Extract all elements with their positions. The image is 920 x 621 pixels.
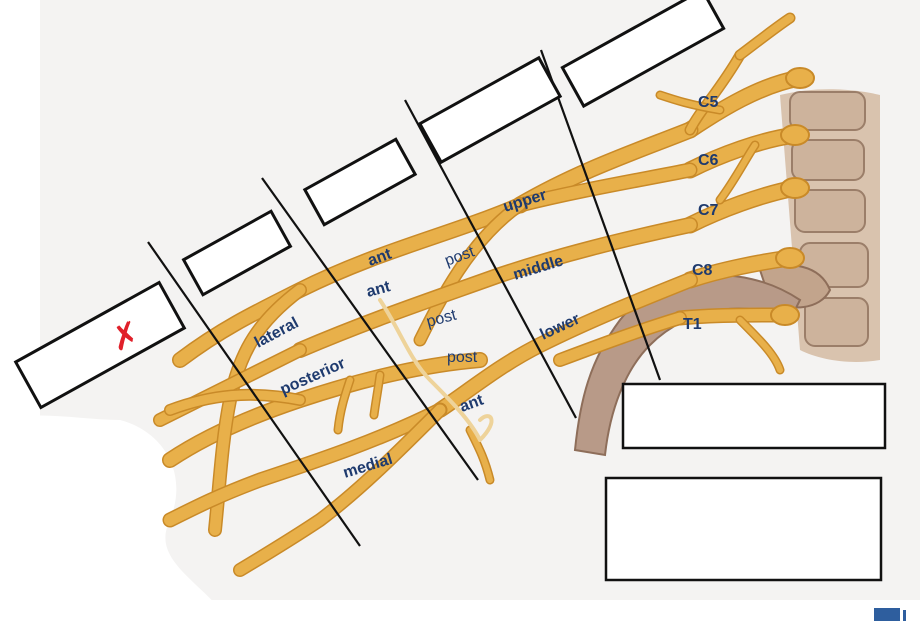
label-t1: T1 bbox=[683, 316, 702, 333]
answer-box-divisions[interactable] bbox=[302, 137, 418, 227]
vertebral-column bbox=[758, 89, 880, 362]
nerve-fiber bbox=[686, 51, 744, 134]
answer-box-roots[interactable] bbox=[560, 0, 726, 109]
label-ant-division-2: ant bbox=[365, 278, 393, 301]
answer-box-right-1[interactable] bbox=[621, 382, 887, 450]
label-c7: C7 bbox=[698, 202, 719, 219]
nerve-loop bbox=[478, 414, 494, 442]
nerve-fiber bbox=[165, 390, 305, 415]
answer-box-cords[interactable] bbox=[181, 209, 293, 297]
nerve-fiber bbox=[554, 312, 686, 366]
nerve-fiber bbox=[335, 377, 353, 433]
nerve-fiber bbox=[433, 273, 697, 417]
divider-line bbox=[147, 241, 361, 547]
divider-line bbox=[261, 177, 479, 481]
nerve-fiber bbox=[514, 164, 696, 211]
root-ganglion bbox=[780, 124, 810, 146]
answer-box-right-2[interactable] bbox=[604, 476, 883, 582]
section-dividers bbox=[147, 49, 662, 547]
nerve-loop bbox=[378, 298, 482, 442]
nerve-fiber bbox=[717, 142, 758, 203]
nerve-fiber bbox=[415, 200, 525, 345]
label-post-division-3: post bbox=[447, 349, 478, 366]
nerve-fiber bbox=[737, 317, 783, 373]
publisher-logo-icon bbox=[874, 608, 906, 621]
nerve-fiber bbox=[164, 404, 446, 526]
nerve-fiber bbox=[467, 427, 493, 483]
divider-line bbox=[539, 49, 662, 381]
root-ganglion bbox=[775, 247, 805, 269]
root-ganglion bbox=[785, 67, 815, 89]
nerve-fiber bbox=[173, 198, 527, 367]
answer-boxes bbox=[13, 0, 887, 582]
divider-line bbox=[404, 99, 577, 419]
nerve-fiber bbox=[234, 404, 446, 576]
root-ganglion bbox=[780, 177, 810, 199]
answer-box-branches[interactable] bbox=[13, 280, 187, 410]
nerve-fiber bbox=[371, 372, 383, 418]
label-c8: C8 bbox=[692, 262, 713, 279]
answer-box-trunks[interactable] bbox=[417, 55, 563, 165]
root-ganglion bbox=[770, 304, 800, 326]
label-c6: C6 bbox=[698, 152, 719, 169]
label-c5: C5 bbox=[698, 94, 719, 111]
nerve-fiber bbox=[657, 92, 723, 113]
nerve-fiber bbox=[736, 14, 794, 59]
